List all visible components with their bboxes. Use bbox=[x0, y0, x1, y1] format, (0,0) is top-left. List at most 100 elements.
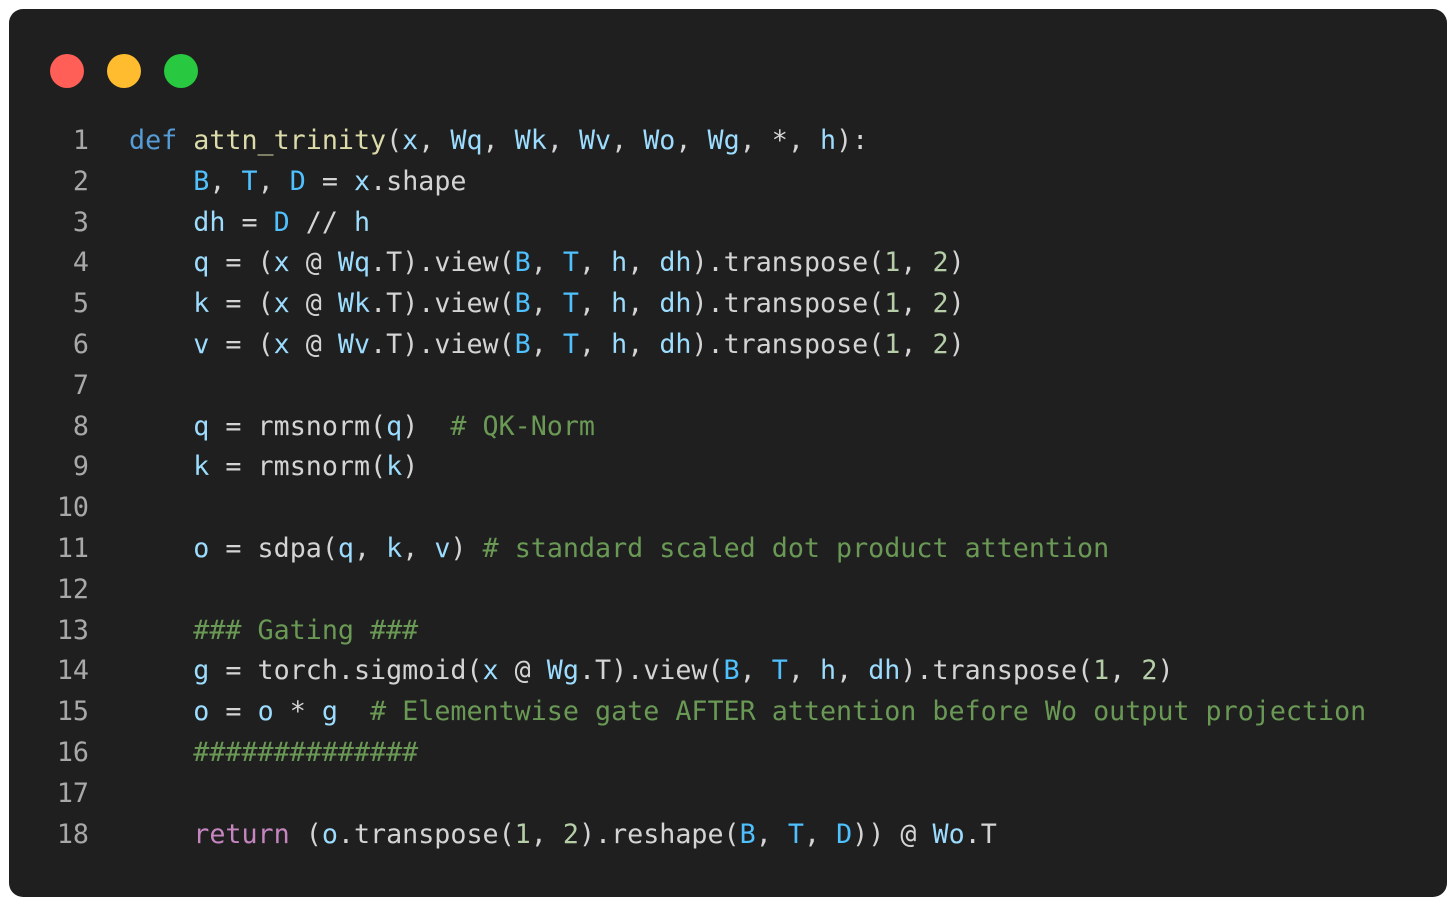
variable-token: x bbox=[354, 165, 371, 197]
code-text-token bbox=[129, 166, 193, 197]
constant-token: D bbox=[289, 165, 306, 197]
variable-token: k bbox=[193, 451, 210, 483]
code-text-token: = torch.sigmoid( bbox=[209, 655, 483, 687]
comment-token: ############## bbox=[193, 736, 419, 768]
code-text-token: , bbox=[353, 532, 387, 564]
variable-token: dh bbox=[659, 247, 692, 279]
variable-token: g bbox=[193, 655, 210, 687]
variable-token: k bbox=[386, 451, 403, 483]
code-text-token: , bbox=[530, 247, 563, 279]
code-text-token bbox=[129, 411, 193, 442]
code-text-token: ) bbox=[450, 532, 483, 564]
variable-token: k bbox=[386, 532, 403, 564]
constant-token: T bbox=[562, 247, 579, 279]
line-number: 10 bbox=[56, 492, 89, 524]
constant-token: B bbox=[193, 165, 210, 197]
code-text-token: ).transpose( bbox=[691, 247, 885, 279]
code-line: 15 o = o * g # Elementwise gate AFTER at… bbox=[9, 692, 1447, 733]
code-line: 18 return (o.transpose(1, 2).reshape(B, … bbox=[9, 815, 1447, 856]
number-token: 2 bbox=[932, 247, 949, 279]
code-text-token: // bbox=[289, 206, 354, 238]
number-token: 2 bbox=[562, 818, 579, 850]
code-text-token: , bbox=[530, 288, 563, 320]
code-text-token bbox=[129, 819, 193, 850]
constant-token: T bbox=[241, 165, 258, 197]
code-line-source: k = (x @ Wk.T).view(B, T, h, dh).transpo… bbox=[129, 284, 964, 325]
line-number: 1 bbox=[72, 125, 89, 156]
code-text-token bbox=[129, 696, 193, 727]
code-line: 17 bbox=[9, 774, 1447, 815]
variable-token: o bbox=[321, 818, 338, 850]
code-text-token: , bbox=[418, 125, 451, 156]
line-number: 6 bbox=[72, 328, 89, 360]
code-text-token: , bbox=[530, 818, 563, 850]
zoom-button[interactable] bbox=[164, 54, 198, 88]
comment-token: ### Gating ### bbox=[193, 614, 419, 646]
variable-token: q bbox=[386, 410, 403, 442]
constant-token: B bbox=[739, 818, 756, 850]
code-line: 12 bbox=[9, 570, 1447, 611]
line-number: 12 bbox=[56, 573, 89, 605]
number-token: 1 bbox=[514, 818, 531, 850]
code-line-source: k = rmsnorm(k) bbox=[129, 447, 418, 488]
line-number: 8 bbox=[72, 410, 89, 442]
code-text-token: ).transpose( bbox=[900, 655, 1094, 687]
code-line: 11 o = sdpa(q, k, v) # standard scaled d… bbox=[9, 529, 1447, 570]
keyword-token: def bbox=[129, 125, 178, 156]
code-text-token: = sdpa( bbox=[209, 532, 338, 564]
code-text-token: = bbox=[305, 165, 354, 197]
line-number: 4 bbox=[72, 247, 89, 279]
code-text-token: , bbox=[627, 288, 660, 320]
code-text-token: @ bbox=[498, 655, 547, 687]
close-button[interactable] bbox=[50, 54, 84, 88]
window-titlebar bbox=[9, 9, 1447, 119]
variable-token: h bbox=[819, 655, 837, 687]
code-line: 9 k = rmsnorm(k) bbox=[9, 447, 1447, 488]
minimize-button[interactable] bbox=[107, 54, 141, 88]
code-text-token: @ bbox=[289, 288, 338, 320]
variable-token: Wq bbox=[337, 247, 371, 279]
code-line-source: return (o.transpose(1, 2).reshape(B, T, … bbox=[129, 815, 997, 856]
constant-token: B bbox=[723, 655, 740, 687]
code-text-token: , bbox=[900, 247, 933, 279]
variable-token: o bbox=[193, 532, 210, 564]
code-text-token: ( bbox=[289, 818, 322, 850]
code-text-token: ).reshape( bbox=[578, 818, 740, 850]
code-line: 5 k = (x @ Wk.T).view(B, T, h, dh).trans… bbox=[9, 284, 1447, 325]
variable-token: x bbox=[273, 247, 290, 279]
variable-token: dh bbox=[193, 206, 226, 238]
constant-token: D bbox=[836, 818, 853, 850]
line-number: 18 bbox=[56, 818, 89, 850]
code-text-token: @ bbox=[289, 247, 338, 279]
variable-token: Wk bbox=[337, 288, 371, 320]
code-line-source: v = (x @ Wv.T).view(B, T, h, dh).transpo… bbox=[129, 325, 964, 366]
variable-token: q bbox=[193, 247, 210, 279]
code-text-token: , bbox=[803, 818, 837, 850]
code-text-token: , bbox=[1109, 655, 1142, 687]
line-number: 9 bbox=[72, 451, 89, 483]
code-line-source: dh = D // h bbox=[129, 203, 370, 244]
code-text-token: = ( bbox=[209, 328, 274, 360]
variable-token: Wk bbox=[514, 125, 547, 156]
code-text-token: , bbox=[900, 288, 933, 320]
code-text-token: @ bbox=[289, 328, 338, 360]
variable-token: q bbox=[337, 532, 354, 564]
code-text-token bbox=[129, 288, 193, 319]
code-text-token: , bbox=[578, 288, 612, 320]
variable-token: o bbox=[257, 696, 274, 728]
variable-token: Wg bbox=[707, 125, 740, 156]
code-text-token: , bbox=[578, 328, 612, 360]
code-line-source: B, T, D = x.shape bbox=[129, 162, 466, 203]
variable-token: Wv bbox=[578, 125, 612, 156]
variable-token: dh bbox=[868, 655, 901, 687]
comment-token: # Elementwise gate AFTER attention befor… bbox=[370, 696, 1367, 728]
code-text-token: ) bbox=[1157, 655, 1174, 687]
code-text-token: , bbox=[627, 328, 660, 360]
variable-token: Wo bbox=[643, 125, 676, 156]
variable-token: x bbox=[482, 655, 499, 687]
code-text-token: , bbox=[209, 165, 242, 197]
number-token: 1 bbox=[884, 288, 901, 320]
